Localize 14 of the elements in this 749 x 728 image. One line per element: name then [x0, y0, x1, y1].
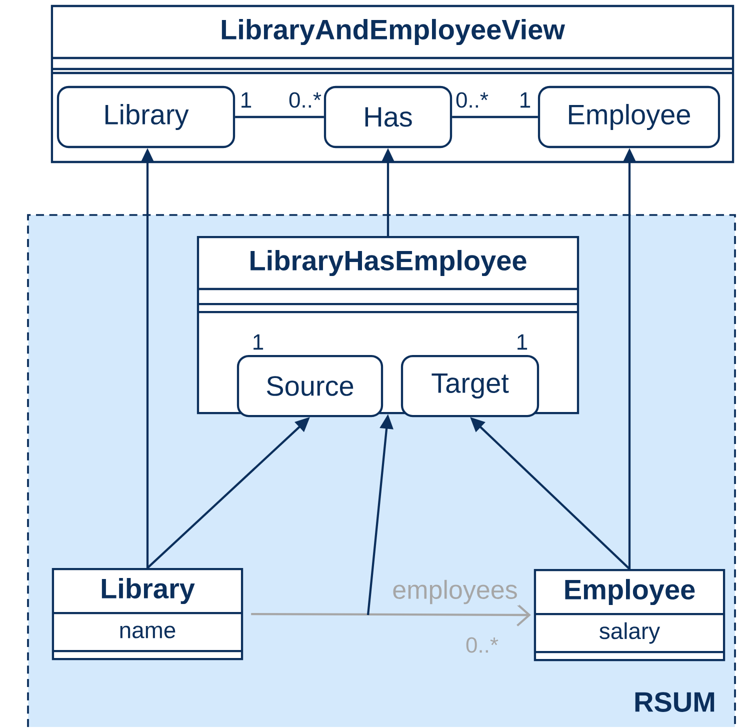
- rounded-box: Target: [400, 354, 540, 418]
- rounded-box: Employee: [538, 86, 720, 148]
- multiplicity-label: 1: [520, 92, 530, 108]
- class-box: Library name: [52, 568, 244, 660]
- edge-label: employees: [390, 578, 520, 606]
- arrow: [251, 604, 531, 626]
- multiplicity-label: 0..*: [466, 637, 498, 653]
- rounded-box: Source: [236, 354, 384, 418]
- rounded-box: Library: [56, 86, 236, 148]
- multiplicity-label: 0..*: [289, 92, 322, 108]
- multiplicity-label: 0..*: [456, 92, 488, 108]
- multiplicity-label: 1: [242, 92, 252, 108]
- class-box: Employee salary: [534, 568, 726, 662]
- rounded-box: Has: [324, 86, 452, 148]
